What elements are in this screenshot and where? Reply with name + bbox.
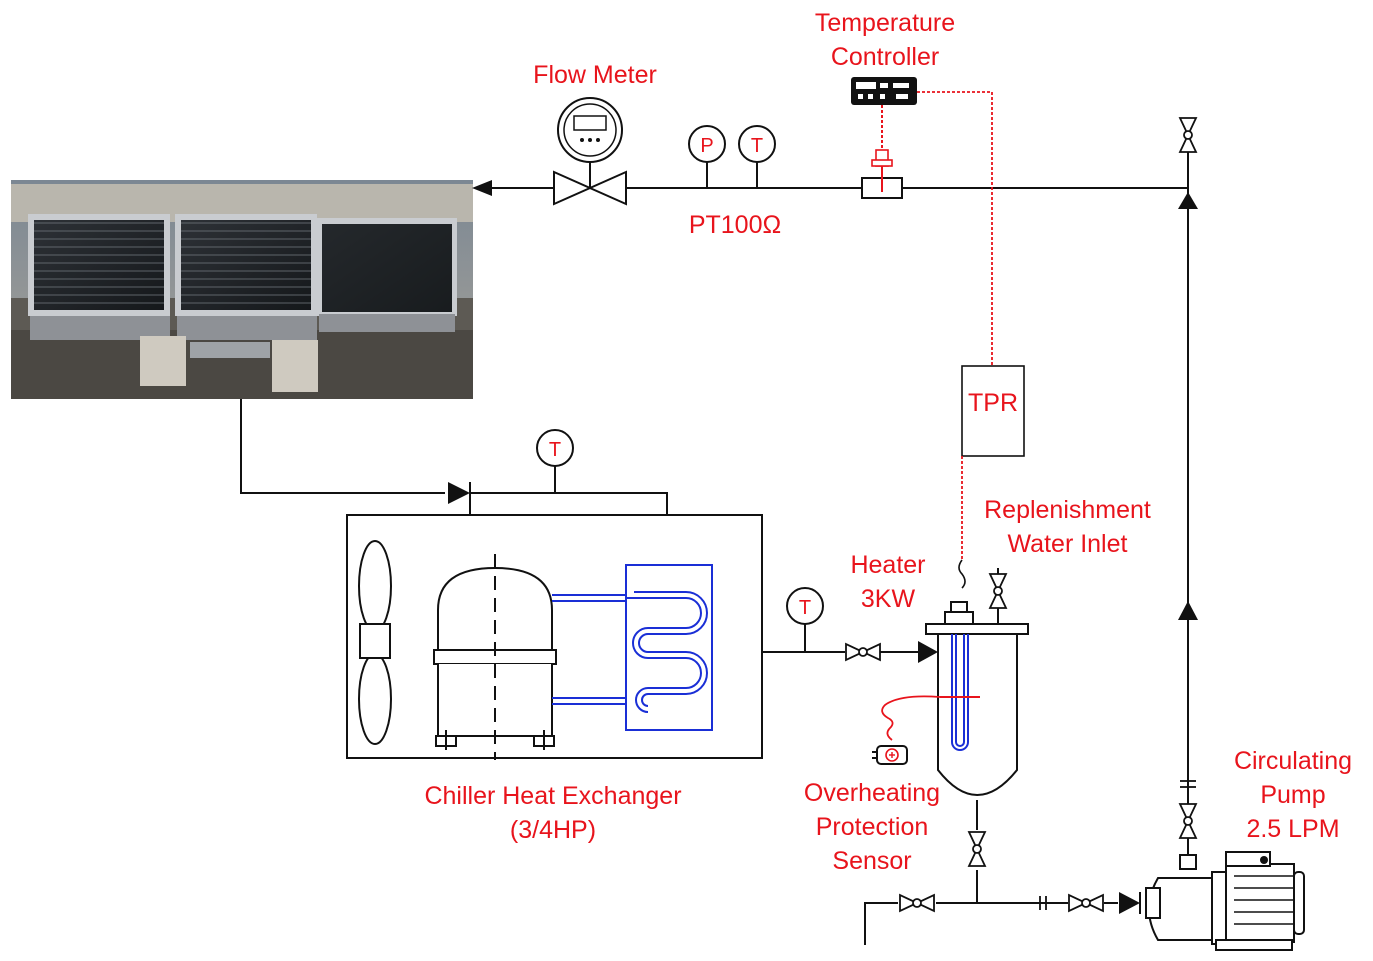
fan-icon [358,540,392,745]
temperature-controller-label: Temperature Controller [795,6,975,74]
flow-arrow [1178,601,1198,620]
heater-tank-icon [872,601,1029,796]
signal-wire [917,91,993,366]
tpr-label: TPR [968,389,1018,417]
flow-arrow [448,482,470,504]
label-line: 3KW [860,585,916,613]
label-line: Replenishment [984,496,1151,524]
coil-heat-exchanger-icon [625,564,713,731]
label-line: Overheating [803,779,941,807]
flow-meter-label: Flow Meter [533,61,657,89]
check-valve-icon [1119,892,1140,914]
label-line: Pump [1260,781,1326,809]
temperature-gauge-icon: T [536,429,574,493]
flow-arrow [472,180,492,196]
gate-valve-icon [988,573,1008,609]
gate-valve-icon [1178,803,1198,839]
temperature-controller-device [851,77,917,105]
pt100-label: PT100Ω [688,211,782,239]
solar-panel [317,218,457,332]
temperature-gauge-icon: T [786,587,824,652]
chiller-label: Chiller Heat Exchanger (3/4HP) [393,779,713,847]
tpr-box [961,365,1025,457]
chiller-unit [346,514,763,760]
label-line: Circulating [1233,747,1353,775]
gate-valve-icon [553,162,627,206]
overheating-label: Overheating Protection Sensor [782,776,962,878]
check-valve-icon [918,641,938,663]
solar-panel [28,214,170,340]
temperature-gauge-icon: T [738,125,776,188]
label-line: 2.5 LPM [1246,815,1340,843]
pressure-gauge-icon: P [688,125,726,188]
label-line: Sensor [832,847,912,875]
pipe-union [1039,780,1196,910]
label-line: (3/4HP) [509,816,597,844]
solar-panel [175,214,317,340]
temperature-gauge-label: T [799,597,811,619]
temperature-gauge-label: T [549,439,561,461]
label-line: Heater [850,551,926,579]
gate-valve-icon [1178,117,1198,153]
replenishment-label: Replenishment Water Inlet [960,493,1175,561]
label-line: Controller [830,43,940,71]
circulating-pump-label: Circulating Pump 2.5 LPM [1213,744,1373,846]
gate-valve-icon [845,642,881,662]
thermowell-icon [861,105,903,199]
flow-meter-icon [557,97,623,163]
overheating-sensor-icon [872,745,908,765]
pressure-gauge-label: P [700,135,713,157]
gate-valve-icon [1068,893,1104,913]
gate-valve-icon [967,831,987,867]
label-line: Temperature [814,9,956,37]
compressor-icon [433,554,557,760]
solar-collector-photo [11,180,473,399]
label-line: Protection [815,813,929,841]
flow-arrow [1178,192,1198,209]
heater-label: Heater 3KW [828,548,948,616]
temperature-gauge-label: T [751,135,763,157]
label-line: Chiller Heat Exchanger [424,782,682,810]
circulating-pump-icon [1145,851,1305,951]
gate-valve-icon [899,893,935,913]
label-line: Water Inlet [1007,530,1128,558]
